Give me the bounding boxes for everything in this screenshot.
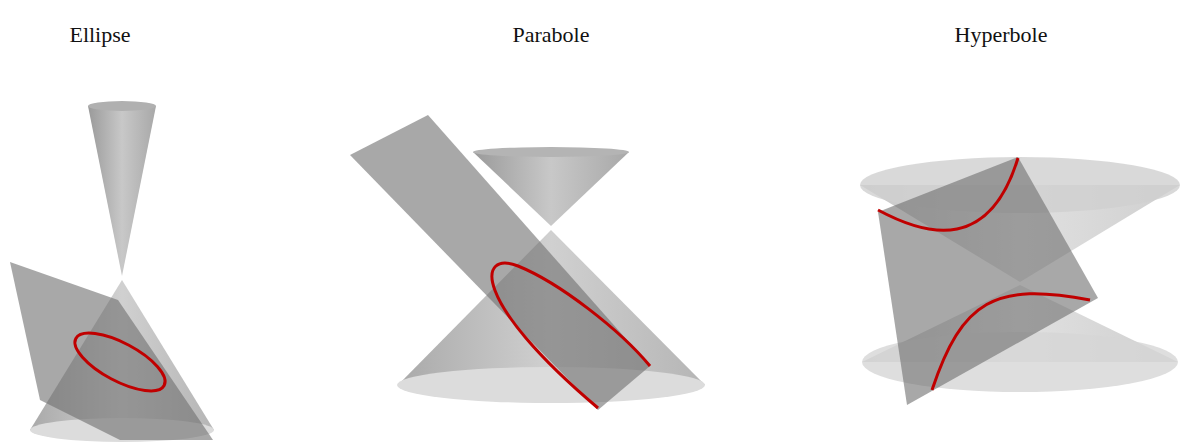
ellipse-curve (67, 322, 173, 402)
cone-top (473, 147, 629, 157)
parabola-figure (350, 115, 705, 410)
hyperbola-branch (878, 158, 1018, 230)
cone-base (397, 367, 705, 403)
figure-title: Parabole (513, 22, 590, 48)
hyperbola-figure (860, 157, 1180, 405)
upper-cone (88, 106, 156, 276)
cutting-plane (878, 157, 1098, 405)
hyperbola-branch (932, 294, 1090, 390)
parabola-curve (492, 263, 650, 408)
cutting-plane (10, 262, 213, 440)
figure-title: Ellipse (69, 22, 130, 48)
cone-top (88, 101, 156, 111)
cutting-plane (350, 115, 650, 410)
ellipse-figure (10, 101, 214, 442)
figure-title: Hyperbole (955, 22, 1048, 48)
